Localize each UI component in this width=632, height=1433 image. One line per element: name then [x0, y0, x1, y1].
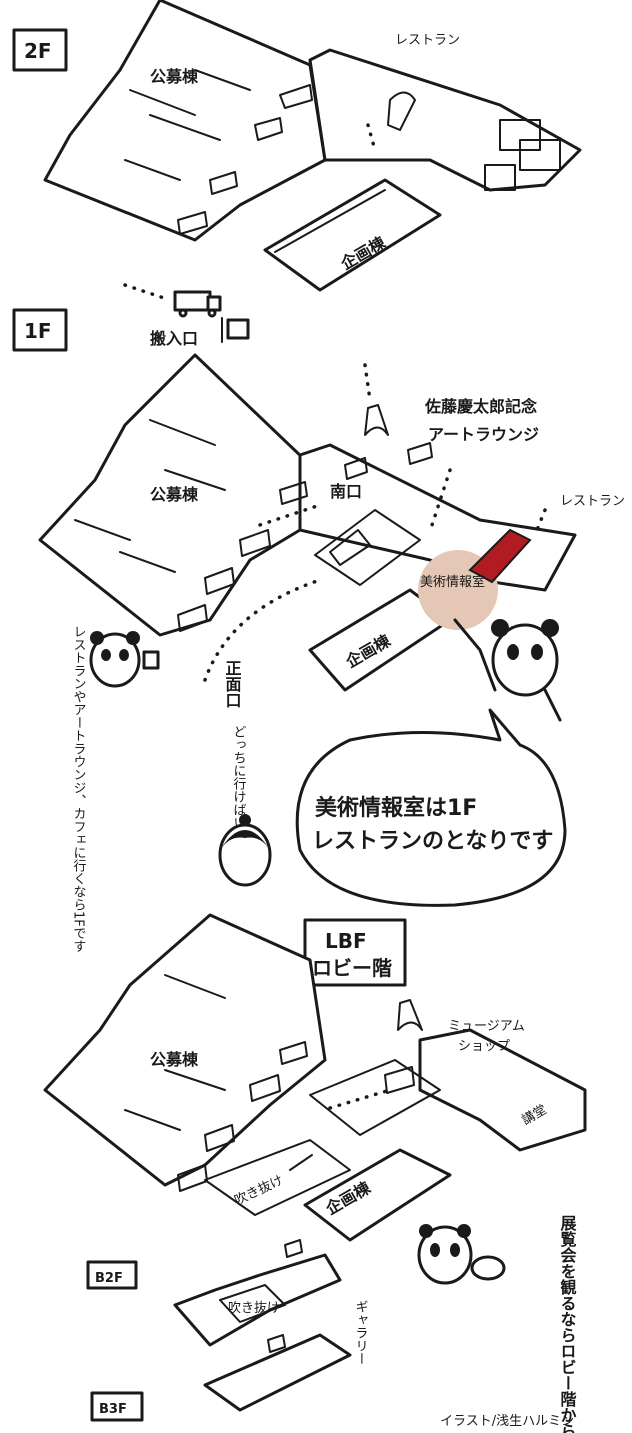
hall-public-2f-shape	[43, 0, 327, 242]
info-room-marker	[468, 528, 532, 584]
floor-badge-1f-text: 1F	[24, 319, 52, 343]
illustration-credit: イラスト/浅生ハルミン	[440, 1414, 574, 1429]
panda-coffee-icon	[89, 631, 160, 688]
speech-bubble-line-1: 美術情報室は1F	[315, 795, 477, 821]
panda-cafe-note: レストランやアートラウンジ、カフェに行くなら1Fです	[71, 625, 87, 953]
restaurant-2f-label: レストラン	[395, 33, 460, 48]
floor-badge-2f	[12, 28, 68, 72]
museum-shop-label-1: ミュージアム	[448, 1019, 525, 1034]
speech-bubble	[295, 708, 567, 907]
floor-badge-lbf-text-1: LBF	[325, 929, 367, 953]
floor-badge-b2f	[86, 1260, 138, 1290]
notes: レストランやアートラウンジ、カフェに行くなら1Fです どっちに行けばいいの? 美…	[71, 625, 567, 953]
floor-badge-b3f-text: B3F	[99, 1402, 127, 1417]
info-room-label: 美術情報室	[420, 574, 485, 590]
panda-waving-icon	[453, 618, 562, 722]
hall-special-lbf-shape	[303, 1148, 452, 1242]
hall-public-2f-label: 公募棟	[150, 67, 199, 86]
panda-exhibit-note: 展覧会を観るならロビー階からですよ	[558, 1215, 577, 1433]
girl-icon	[218, 814, 272, 887]
floor-1f: 1F 搬入口 公募棟 企画棟 佐藤慶	[12, 283, 625, 722]
forklift-icon	[221, 317, 250, 343]
floor-badge-lbf	[303, 918, 407, 987]
b2f-shape	[173, 1253, 342, 1347]
floor-badge-b3f	[90, 1391, 144, 1422]
floor-b3f: B3F	[90, 1333, 352, 1422]
art-lounge-label-1: 佐藤慶太郎記念	[424, 397, 538, 416]
panda-palette-icon	[417, 1224, 506, 1285]
floor-b2f: B2F 吹き抜け	[86, 1239, 342, 1347]
main-entrance-label: 正面口	[223, 660, 242, 708]
floor-badge-2f-text: 2F	[24, 39, 52, 63]
hall-public-1f-label: 公募棟	[150, 485, 199, 504]
floor-badge-lbf-text-2: ロビー階	[312, 956, 392, 980]
floor-2f: 2F 公募棟 企画棟 レストラン	[12, 0, 582, 292]
floor-badge-1f	[12, 308, 68, 352]
floor-badge-b2f-text: B2F	[95, 1271, 123, 1286]
hall-special-2f-shape	[263, 178, 442, 292]
restaurant-1f-label: レストラン	[560, 494, 625, 509]
hall-public-lbf-shape	[43, 913, 327, 1187]
b3f-shape	[203, 1333, 352, 1412]
floor-lbf: LBF ロビー階 公募棟 企画棟 吹き抜け ミュージアム ショップ 講堂	[43, 913, 587, 1242]
speech-bubble-line-2: レストランのとなりです	[312, 829, 553, 854]
corridor-2f-shape	[308, 48, 582, 192]
museum-shop-label-2: ショップ	[458, 1039, 510, 1054]
hall-public-lbf-label: 公募棟	[150, 1050, 199, 1069]
exhibit-note: 展覧会を観るならロビー階からですよ	[417, 1215, 577, 1433]
loading-dock-label: 搬入口	[150, 329, 198, 348]
gallery-label: ギャラリー	[353, 1300, 368, 1365]
art-lounge-label-2: アートラウンジ	[428, 425, 539, 444]
truck-icon	[173, 290, 222, 318]
atrium-b2f-label: 吹き抜け	[228, 1300, 280, 1316]
south-entrance-label: 南口	[330, 482, 362, 501]
